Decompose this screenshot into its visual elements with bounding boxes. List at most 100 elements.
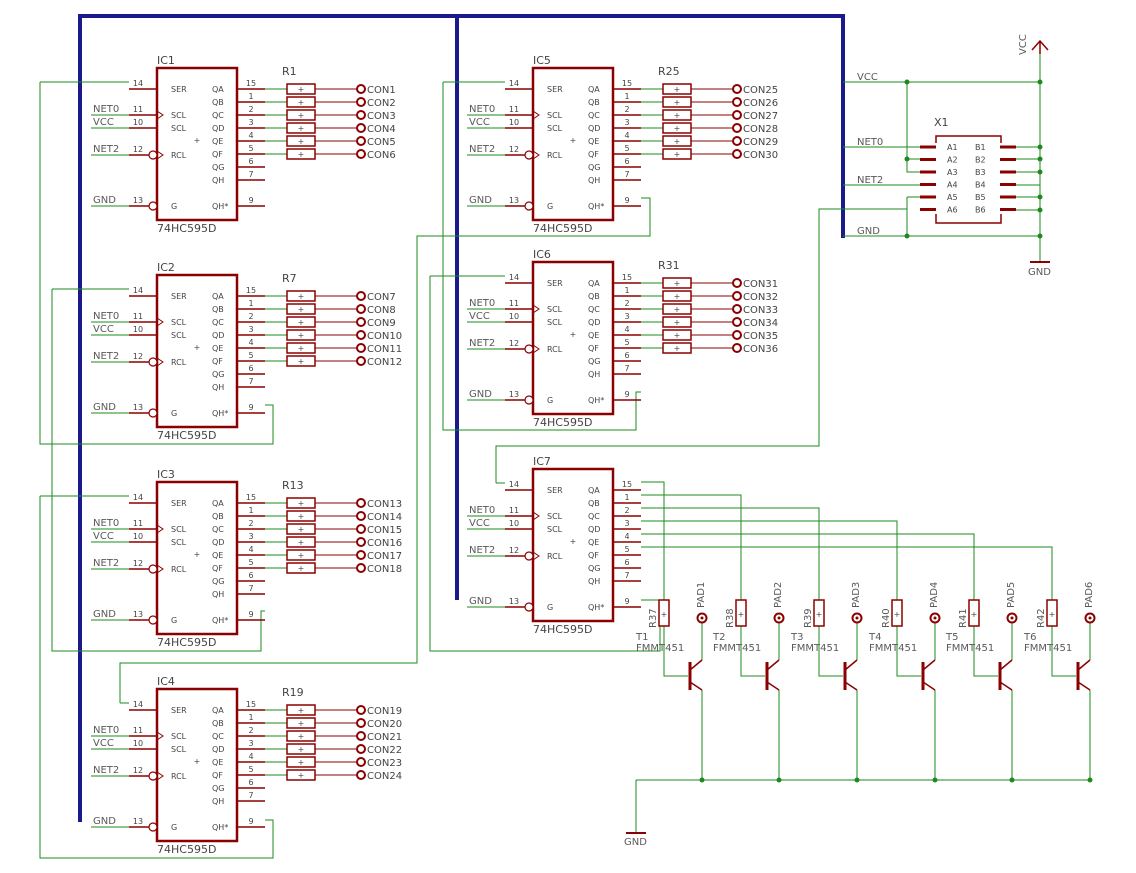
pad-label: PAD4 xyxy=(929,582,940,608)
transistor-emitter xyxy=(689,681,703,691)
ic-pin-number: 9 xyxy=(624,390,629,399)
ic-pin-name: SCL xyxy=(171,331,187,340)
inversion-bubble xyxy=(148,564,158,574)
ic-pin-number: 12 xyxy=(133,145,143,154)
net-label: NET2 xyxy=(469,144,495,155)
resistor-mark: + xyxy=(674,137,681,146)
ic-pin-number: 3 xyxy=(248,325,253,334)
ic-pin-name: QB xyxy=(212,305,224,314)
test-pad-hole xyxy=(855,616,859,620)
test-pad-hole xyxy=(1088,616,1092,620)
ic-pin-number: 13 xyxy=(133,817,143,826)
connector-label: CON32 xyxy=(743,292,778,303)
ic-pin-number: 3 xyxy=(248,532,253,541)
ic-part: 74HC595D xyxy=(533,222,592,235)
ic-pin-name: QA xyxy=(212,292,224,301)
wire-chain xyxy=(429,276,661,652)
wire-driver xyxy=(641,533,975,600)
connector-label: CON6 xyxy=(367,150,396,161)
resistor-body xyxy=(735,599,747,627)
resistor-body xyxy=(813,599,825,627)
connector-label: CON14 xyxy=(367,512,402,523)
ic-pin-name: QH* xyxy=(212,616,228,625)
connector-pad xyxy=(356,123,366,133)
ic-pin-number: 13 xyxy=(133,196,143,205)
resistor-mark: + xyxy=(298,719,305,728)
ic-pin-name: QB xyxy=(212,98,224,107)
wire-driver xyxy=(641,494,742,600)
resistor-mark: + xyxy=(674,98,681,107)
ic-pin-number: 9 xyxy=(248,403,253,412)
ic-pin-name: SCL xyxy=(547,124,563,133)
resistor-mark: + xyxy=(674,344,681,353)
ic-pin-name: QE xyxy=(588,331,599,340)
ic-pin-name: QH* xyxy=(588,202,604,211)
wire-base xyxy=(740,626,765,677)
inversion-bubble xyxy=(148,771,158,781)
wire xyxy=(906,82,920,173)
clock-marker xyxy=(532,344,540,354)
wire-base xyxy=(663,626,688,677)
ic-part: 74HC595D xyxy=(157,636,216,649)
ic-pin-name: QH* xyxy=(588,396,604,405)
ic-pin-number: 2 xyxy=(624,506,629,515)
resistor-mark: + xyxy=(298,85,305,94)
ic-pin-name: SCL xyxy=(171,538,187,547)
ic-pin-number: 10 xyxy=(509,118,519,127)
ic-pin-number: 2 xyxy=(248,519,253,528)
connector-label: CON24 xyxy=(367,771,402,782)
connector-label: CON23 xyxy=(367,758,402,769)
resistor-mark: + xyxy=(674,318,681,327)
ic-pin-name: QH* xyxy=(212,409,228,418)
ic-pin-name: SCL xyxy=(547,525,563,534)
test-pad-hole xyxy=(777,616,781,620)
connector-pad xyxy=(356,343,366,353)
resistor-mark: + xyxy=(674,150,681,159)
ic-pin-number: 9 xyxy=(248,196,253,205)
transistor-part: FMMT451 xyxy=(713,643,761,654)
wire-base xyxy=(896,626,921,677)
transistor-part: FMMT451 xyxy=(791,643,839,654)
ic-body xyxy=(531,467,615,623)
clock-marker xyxy=(156,150,164,160)
ic-pin-number: 5 xyxy=(248,351,253,360)
connector-label: CON4 xyxy=(367,124,396,135)
ic-pin-name: QG xyxy=(212,163,225,172)
connector-pad xyxy=(356,356,366,366)
ic-pin-name: SCL xyxy=(547,318,563,327)
connector-pad xyxy=(732,304,742,314)
ic-pin-name: RCL xyxy=(171,151,187,160)
ic-pin-name: SCL xyxy=(171,124,187,133)
resistor-ref: R31 xyxy=(658,259,680,272)
ic-pin-number: 4 xyxy=(624,131,629,140)
x1-pin-label: A5 xyxy=(947,193,958,202)
transistor-collector xyxy=(689,659,703,671)
transistor-collector xyxy=(844,659,858,671)
ic-pin-name: QG xyxy=(212,577,225,586)
ic-pin-name: QD xyxy=(212,331,224,340)
ic-pin-number: 12 xyxy=(133,766,143,775)
wire-base xyxy=(973,626,998,677)
inversion-bubble xyxy=(148,357,158,367)
ic-pin-name: SCL xyxy=(547,305,563,314)
net-label: VCC xyxy=(469,117,490,128)
resistor-mark: + xyxy=(298,124,305,133)
ic-pin-name: SER xyxy=(171,292,187,301)
resistor-mark: + xyxy=(298,331,305,340)
net-label: NET0 xyxy=(469,505,495,516)
clock-marker xyxy=(156,524,164,534)
ic-ref: IC7 xyxy=(533,455,551,468)
net-label: VCC xyxy=(93,531,114,542)
ic-pin-name: QF xyxy=(212,150,223,159)
ic-pin-number: 9 xyxy=(624,196,629,205)
x1-pin-label: B1 xyxy=(975,143,986,152)
connector-label: CON33 xyxy=(743,305,778,316)
resistor-mark: + xyxy=(298,305,305,314)
ic-pin-number: 11 xyxy=(133,519,143,528)
net-label: NET0 xyxy=(857,137,883,148)
connector-pad xyxy=(732,110,742,120)
inversion-bubble xyxy=(524,344,534,354)
ic-pin-name: QG xyxy=(588,163,601,172)
ic-part: 74HC595D xyxy=(157,843,216,856)
